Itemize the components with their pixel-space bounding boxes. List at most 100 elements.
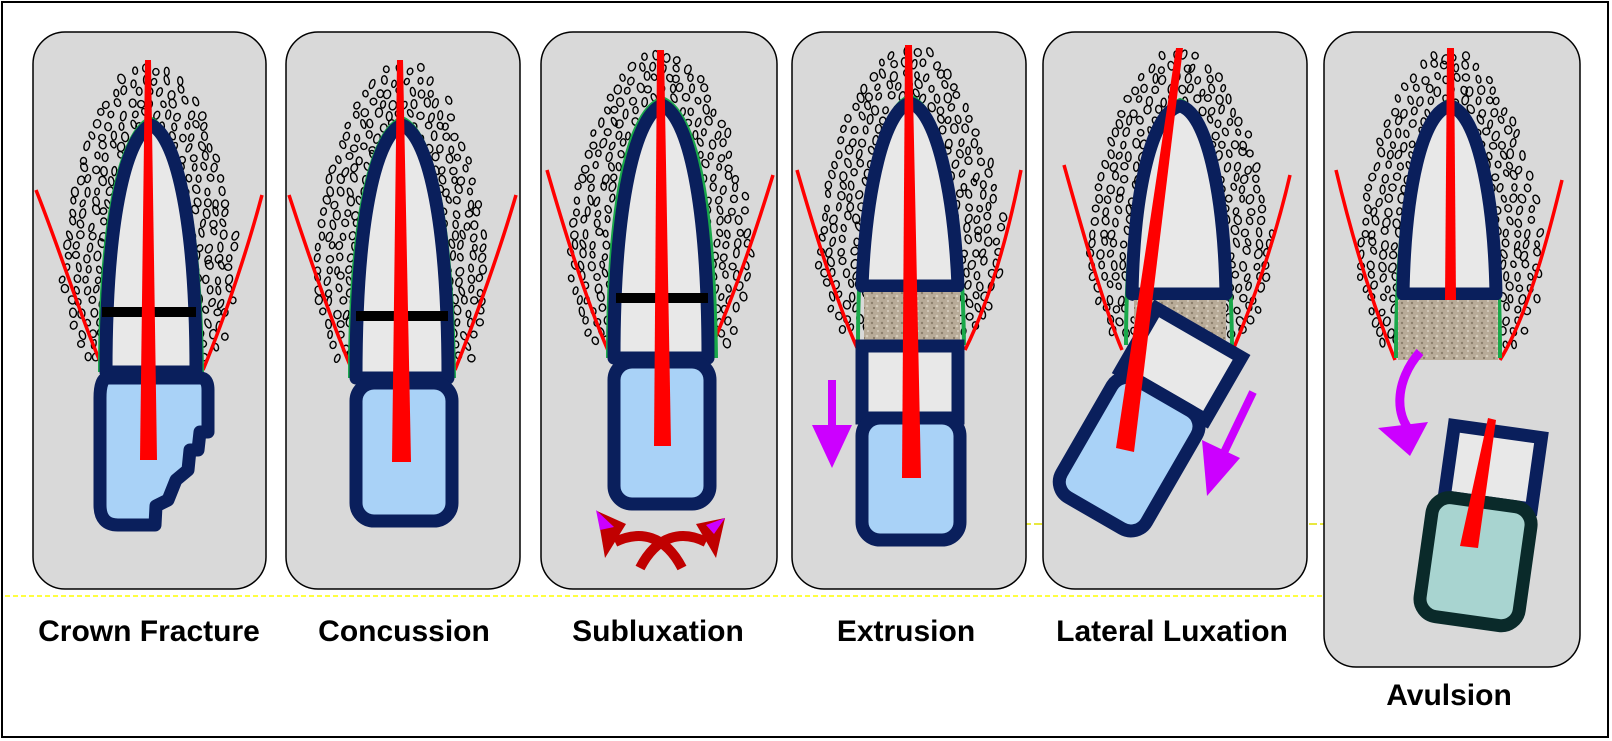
bone-trabecula bbox=[1377, 147, 1386, 158]
bone-trabecula bbox=[1503, 271, 1510, 282]
bone-trabecula bbox=[587, 194, 594, 206]
bone-trabecula bbox=[875, 92, 883, 101]
bone-trabecula bbox=[829, 222, 838, 234]
bone-trabecula bbox=[1245, 149, 1254, 158]
bone-trabecula bbox=[63, 239, 72, 251]
bone-trabecula bbox=[1117, 110, 1126, 118]
bone-trabecula bbox=[72, 241, 80, 250]
bone-trabecula bbox=[814, 260, 823, 270]
bone-trabecula bbox=[1425, 83, 1434, 94]
bone-trabecula bbox=[584, 206, 591, 217]
bone-trabecula bbox=[1101, 159, 1110, 170]
bone-trabecula bbox=[1109, 162, 1119, 172]
bone-trabecula bbox=[64, 251, 73, 260]
bone-trabecula bbox=[1120, 162, 1129, 171]
bone-trabecula bbox=[100, 217, 108, 226]
bone-trabecula bbox=[1515, 284, 1524, 293]
bone-trabecula bbox=[70, 186, 80, 198]
bone-trabecula bbox=[1115, 193, 1124, 203]
bone-trabecula bbox=[844, 210, 852, 221]
bone-trabecula bbox=[442, 132, 451, 141]
bone-trabecula bbox=[639, 62, 646, 72]
bone-trabecula bbox=[318, 231, 326, 241]
bone-trabecula bbox=[82, 275, 89, 284]
bone-trabecula bbox=[1384, 285, 1391, 294]
gingiva-left bbox=[1334, 169, 1397, 361]
bone-trabecula bbox=[649, 61, 657, 72]
bone-trabecula bbox=[1230, 182, 1238, 191]
bone-trabecula bbox=[857, 138, 867, 148]
bone-trabecula bbox=[729, 194, 739, 204]
bone-trabecula bbox=[438, 174, 447, 185]
bone-trabecula bbox=[1204, 64, 1212, 74]
bone-trabecula bbox=[437, 110, 444, 121]
bone-trabecula bbox=[1158, 50, 1166, 61]
bone-trabecula bbox=[970, 138, 979, 149]
bone-trabecula bbox=[736, 228, 745, 237]
bone-trabecula bbox=[978, 248, 987, 258]
bone-trabecula bbox=[73, 274, 82, 283]
bone-trabecula bbox=[336, 320, 345, 329]
bone-trabecula bbox=[1106, 249, 1115, 258]
bone-trabecula bbox=[979, 180, 987, 190]
bone-trabecula bbox=[722, 337, 732, 349]
bone-trabecula bbox=[1472, 62, 1480, 72]
bone-trabecula bbox=[828, 169, 836, 180]
bone-trabecula bbox=[1476, 114, 1485, 125]
bone-trabecula bbox=[687, 107, 694, 117]
bone-trabecula bbox=[1503, 301, 1510, 312]
bone-trabecula bbox=[1494, 160, 1502, 169]
pulp-remnant bbox=[1445, 48, 1456, 300]
bone-trabecula bbox=[687, 73, 694, 83]
bone-trabecula bbox=[164, 109, 172, 120]
bone-trabecula bbox=[643, 70, 651, 81]
bone-trabecula bbox=[955, 149, 964, 159]
bone-trabecula bbox=[965, 203, 974, 212]
bone-trabecula bbox=[1510, 260, 1517, 269]
bone-trabecula bbox=[603, 128, 612, 137]
bone-trabecula bbox=[965, 298, 974, 309]
bone-trabecula bbox=[717, 154, 726, 163]
bone-trabecula bbox=[1184, 72, 1193, 84]
bone-trabecula bbox=[1368, 236, 1377, 247]
bone-trabecula bbox=[619, 138, 627, 147]
bone-trabecula bbox=[1233, 306, 1241, 315]
bone-trabecula bbox=[1511, 183, 1518, 192]
bone-trabecula bbox=[187, 133, 195, 142]
bone-trabecula bbox=[1119, 174, 1129, 184]
bone-trabecula bbox=[860, 83, 868, 95]
bone-trabecula bbox=[466, 187, 474, 196]
bone-trabecula bbox=[1157, 66, 1166, 75]
bone-trabecula bbox=[191, 163, 198, 172]
bone-trabecula bbox=[197, 141, 207, 152]
bone-trabecula bbox=[1199, 88, 1206, 97]
bone-trabecula bbox=[467, 354, 476, 363]
bone-trabecula bbox=[1421, 76, 1430, 86]
bone-trabecula bbox=[117, 73, 126, 85]
bone-trabecula bbox=[840, 124, 847, 134]
bone-trabecula bbox=[717, 119, 726, 129]
bone-trabecula bbox=[1453, 72, 1461, 82]
bone-trabecula bbox=[463, 222, 471, 231]
bone-trabecula bbox=[1101, 236, 1109, 246]
bone-trabecula bbox=[1383, 119, 1391, 128]
bone-trabecula bbox=[579, 239, 587, 250]
bone-trabecula bbox=[382, 89, 392, 100]
bone-trabecula bbox=[1091, 204, 1100, 213]
bone-trabecula bbox=[1206, 74, 1214, 84]
bone-trabecula bbox=[109, 140, 117, 149]
bone-trabecula bbox=[469, 233, 478, 243]
mobility-tip-right bbox=[706, 518, 725, 534]
bone-trabecula bbox=[1379, 293, 1387, 302]
bone-trabecula bbox=[990, 183, 997, 192]
bone-trabecula bbox=[417, 89, 426, 99]
bone-trabecula bbox=[119, 110, 127, 122]
bone-trabecula bbox=[475, 318, 485, 327]
bone-trabecula bbox=[839, 171, 848, 182]
bone-trabecula bbox=[88, 231, 97, 241]
bone-trabecula bbox=[1388, 250, 1398, 260]
bone-trabecula bbox=[84, 186, 91, 198]
bone-trabecula bbox=[197, 111, 207, 121]
bone-trabecula bbox=[716, 205, 724, 215]
bone-trabecula bbox=[824, 180, 833, 190]
